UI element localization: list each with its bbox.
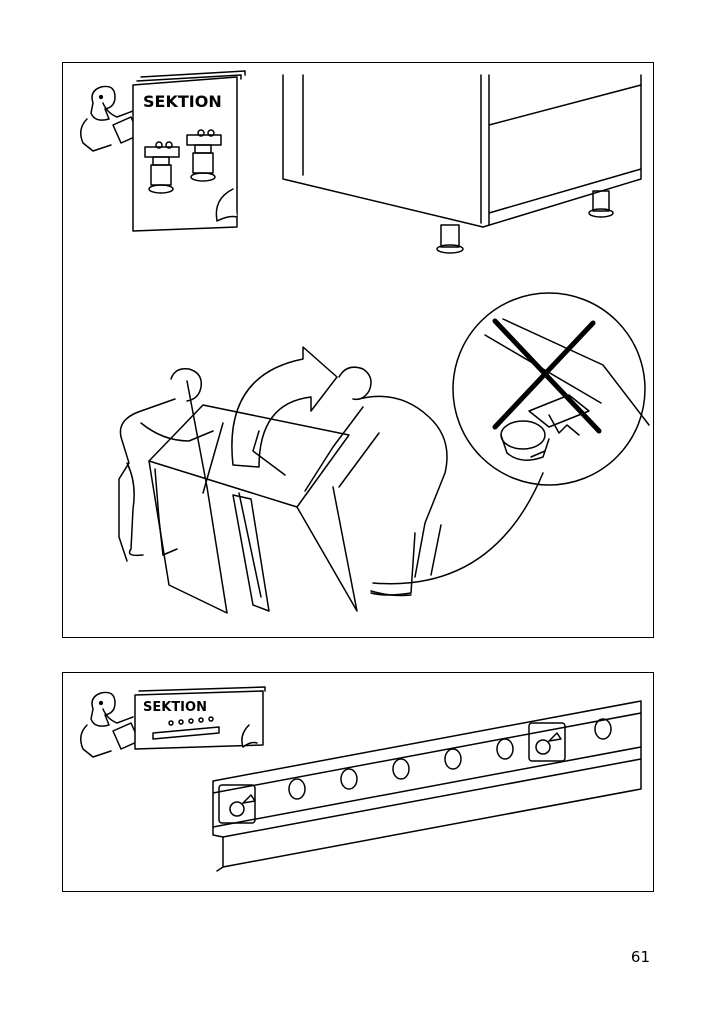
- step-illustration-bottom: SEKTION: [80, 686, 642, 872]
- person-right-figure: [304, 366, 448, 597]
- booklet-title-top: SEKTION: [143, 92, 222, 111]
- booklet-icon: [132, 70, 246, 232]
- page-number: 61: [630, 948, 650, 966]
- read-manual-icon: [80, 691, 140, 758]
- step-panel-top: SEKTION: [62, 62, 654, 638]
- booklet-icon: [134, 686, 266, 750]
- rotate-arrow-icon: [231, 346, 338, 468]
- person-left-figure: [118, 367, 214, 562]
- do-not-cross-icon: [492, 318, 602, 434]
- cabinet-with-legs: [282, 74, 642, 254]
- read-manual-icon: [80, 85, 140, 152]
- step-illustration-top: SEKTION: [80, 70, 650, 614]
- booklet-title-bottom: SEKTION: [143, 700, 207, 715]
- detail-magnifier: [372, 292, 650, 585]
- mounting-rail: [212, 700, 642, 872]
- cabinet-carcass-lifted: [148, 380, 358, 614]
- step-panel-bottom: SEKTION: [62, 672, 654, 892]
